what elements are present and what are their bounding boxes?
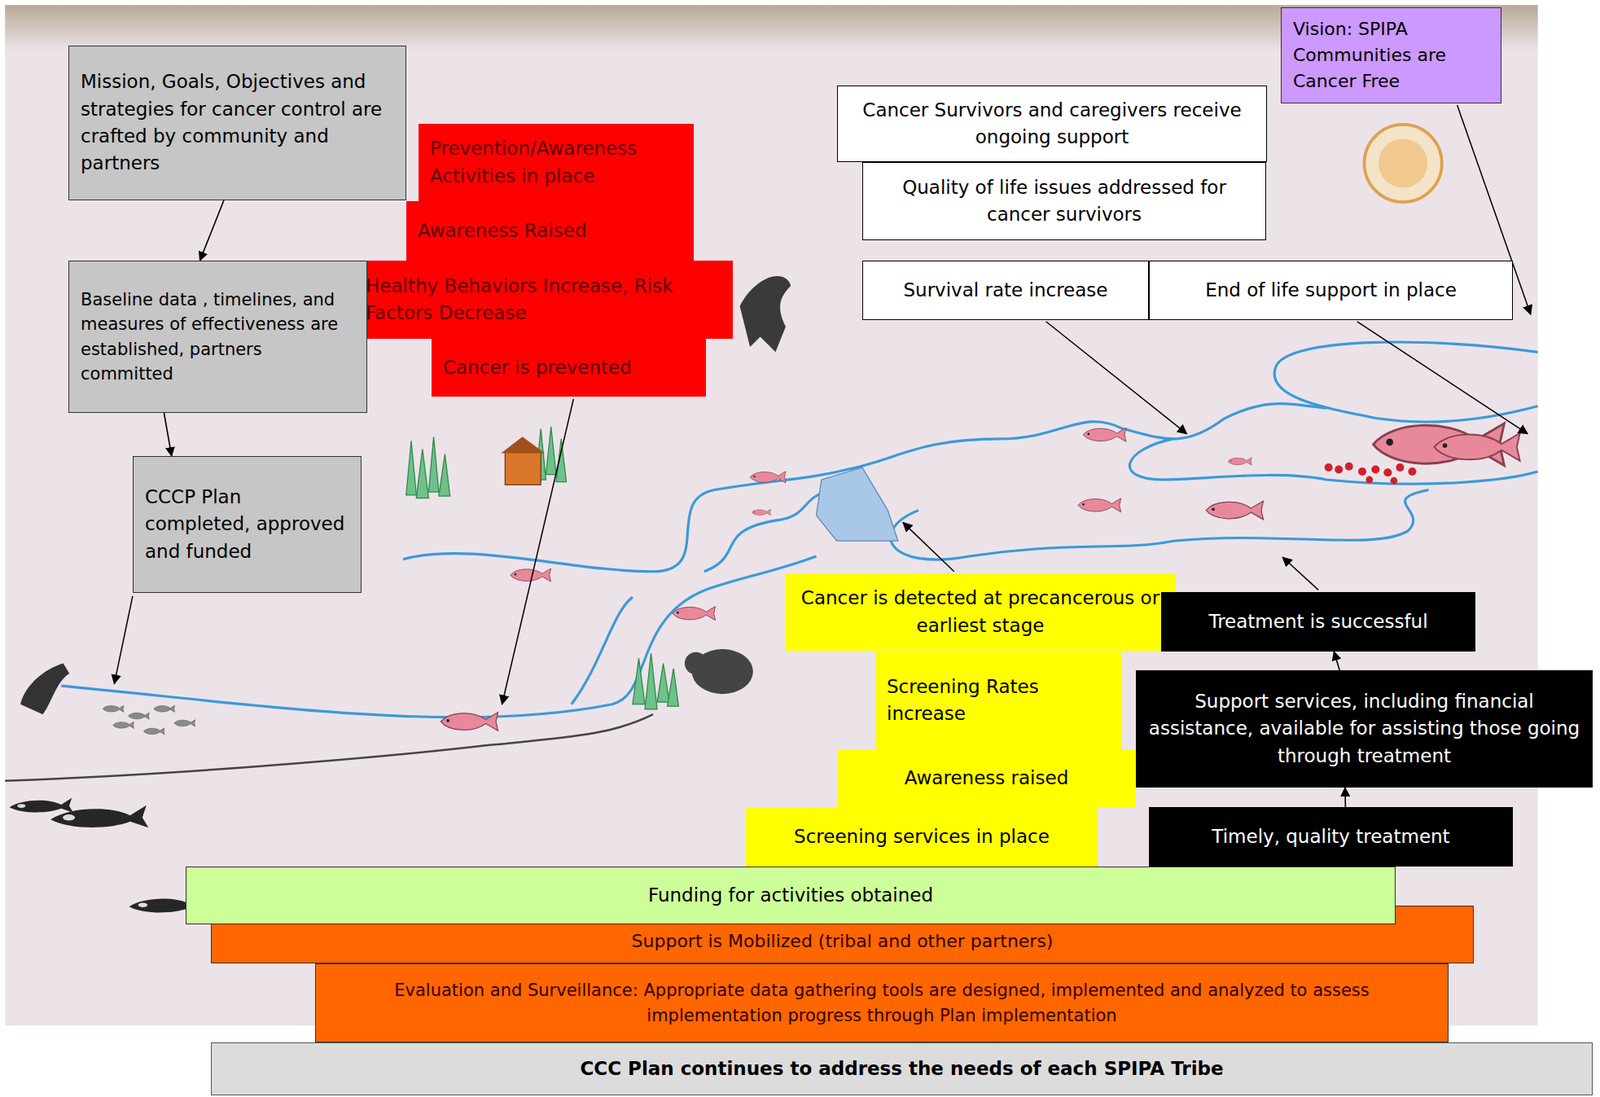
box-text: Treatment is successful xyxy=(1172,608,1465,636)
box-text: Cancer Survivors and caregivers receive … xyxy=(849,96,1255,152)
flow-arrow xyxy=(163,412,171,456)
box-text: End of life support in place xyxy=(1161,276,1501,304)
survivorship-box: End of life support in place xyxy=(1148,260,1513,320)
trees xyxy=(406,426,680,710)
box-text: Funding for activities obtained xyxy=(197,881,1384,909)
treatment-box: Treatment is successful xyxy=(1161,591,1476,652)
box-text: Mission, Goals, Objectives and strategie… xyxy=(80,68,395,177)
box-text: Vision: SPIPA Communities are Cancer Fre… xyxy=(1293,16,1490,95)
box-text: CCC Plan continues to address the needs … xyxy=(223,1055,1581,1083)
salmon-eggs xyxy=(1324,462,1417,485)
box-text: Support is Mobilized (tribal and other p… xyxy=(223,928,1462,955)
foundation-band: Funding for activities obtained xyxy=(185,866,1396,925)
flow-arrow xyxy=(1333,651,1340,671)
box-text: Cancer is prevented xyxy=(442,354,695,382)
treatment-box: Timely, quality treatment xyxy=(1148,806,1513,867)
box-text: Screening services in place xyxy=(757,823,1087,851)
waterfall xyxy=(816,467,899,541)
prevention-box: Prevention/Awareness Activities in place xyxy=(418,123,694,202)
treatment-box: Support services, including financial as… xyxy=(1135,670,1593,788)
box-text: Healthy Behaviors Increase, Risk Factors… xyxy=(365,272,722,328)
foundation-band: CCC Plan continues to address the needs … xyxy=(210,1042,1593,1096)
box-text: Baseline data , timelines, and measures … xyxy=(80,287,356,387)
survivorship-box: Quality of life issues addressed for can… xyxy=(862,162,1267,241)
foundation-band: Evaluation and Surveillance: Appropriate… xyxy=(315,963,1449,1043)
prevention-box: Healthy Behaviors Increase, Risk Factors… xyxy=(354,260,733,339)
planning-box: CCCP Plan completed, approved and funded xyxy=(132,455,362,593)
shore-line xyxy=(4,714,654,781)
sun xyxy=(1364,124,1443,202)
bird xyxy=(20,663,70,715)
box-text: Awareness Raised xyxy=(417,217,683,245)
box-text: CCCP Plan completed, approved and funded xyxy=(144,483,350,566)
prevention-box: Cancer is prevented xyxy=(431,338,706,397)
box-text: Screening Rates increase xyxy=(886,673,1111,728)
planning-box: Mission, Goals, Objectives and strategie… xyxy=(68,45,407,201)
survivorship-box: Survival rate increase xyxy=(862,260,1149,320)
box-text: Awareness raised xyxy=(848,764,1125,792)
eagle xyxy=(740,276,792,352)
screening-box: Screening services in place xyxy=(745,806,1098,867)
box-text: Support services, including financial as… xyxy=(1147,688,1582,770)
screening-box: Cancer is detected at precancerous or ea… xyxy=(784,573,1176,651)
screening-box: Screening Rates increase xyxy=(875,651,1123,750)
flow-arrow xyxy=(1344,787,1346,807)
box-text: Prevention/Awareness Activities in place xyxy=(429,135,683,190)
orcas xyxy=(9,797,203,913)
prevention-box: Awareness Raised xyxy=(406,201,694,261)
box-text: Quality of life issues addressed for can… xyxy=(874,174,1254,229)
survivorship-box: Cancer Survivors and caregivers receive … xyxy=(837,85,1267,163)
box-text: Evaluation and Surveillance: Appropriate… xyxy=(327,977,1437,1028)
flow-arrow xyxy=(199,200,224,261)
planning-box: Baseline data , timelines, and measures … xyxy=(68,260,368,413)
vision-box: Vision: SPIPA Communities are Cancer Fre… xyxy=(1280,7,1502,104)
box-text: Cancer is detected at precancerous or ea… xyxy=(796,584,1165,640)
box-text: Timely, quality treatment xyxy=(1160,823,1502,851)
paper xyxy=(4,4,1538,1026)
box-text: Survival rate increase xyxy=(874,276,1137,304)
screening-box: Awareness raised xyxy=(837,749,1136,807)
bear xyxy=(684,648,754,694)
house xyxy=(500,436,545,485)
